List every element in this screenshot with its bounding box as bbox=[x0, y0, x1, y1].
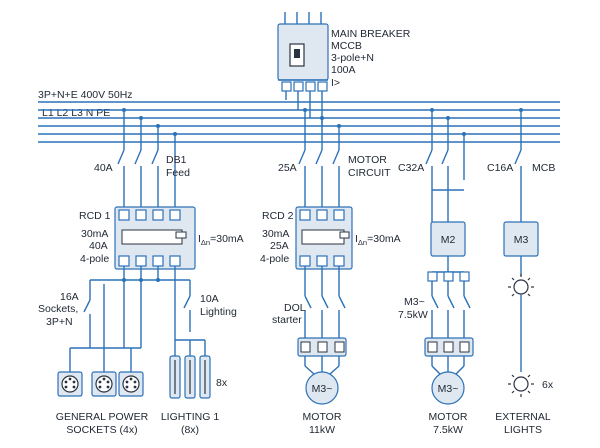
motor-feeder-rating: 25A bbox=[278, 162, 297, 174]
socket-outlet-3 bbox=[118, 371, 144, 397]
motor-2-symbol bbox=[431, 371, 465, 405]
feeder-motor: 25A MOTOR CIRCUIT RCD 2 30mA 25A 4-pole … bbox=[260, 108, 401, 436]
rcd2-poles: 4-pole bbox=[260, 253, 289, 265]
sockets-name: Sockets, bbox=[38, 303, 78, 315]
socket-outlet-2 bbox=[91, 371, 117, 397]
main-breaker-overcurrent: I> bbox=[331, 77, 340, 89]
main-breaker-rating: 100A bbox=[331, 64, 356, 76]
sockets-caption-1: GENERAL POWER bbox=[56, 411, 149, 423]
feeder-c16a: C16A MCB M3 6x EXTERNAL bbox=[487, 108, 555, 436]
rcd1-trip-current: IΔn=30mA bbox=[198, 233, 244, 247]
rcd1-rating: 40A bbox=[89, 240, 108, 252]
m3-box-label: M3 bbox=[514, 234, 529, 246]
rcd1-test-button bbox=[175, 231, 187, 239]
sockets-poles: 3P+N bbox=[46, 316, 73, 328]
rcd1-window bbox=[121, 229, 183, 245]
sockets-caption-2: SOCKETS (4x) bbox=[66, 424, 137, 436]
rcd2-name: RCD 2 bbox=[262, 210, 294, 222]
lighting-rating: 10A bbox=[200, 293, 219, 305]
db1-rating: 40A bbox=[94, 162, 113, 174]
socket-outlet-1 bbox=[57, 371, 83, 397]
rcd2-trip-current: IΔn=30mA bbox=[355, 233, 401, 247]
fluorescent-tube-2 bbox=[184, 355, 196, 399]
c32-rating: C32A bbox=[398, 162, 424, 174]
sockets-rating: 16A bbox=[60, 291, 79, 303]
feeder-db1: 40A DB1 Feed RCD 1 30mA 40A 4-pole IΔn=3… bbox=[38, 108, 244, 436]
rcd1-name: RCD 1 bbox=[79, 210, 111, 222]
m3-power: 7.5kW bbox=[398, 309, 428, 321]
motor-feeder-sub: CIRCUIT bbox=[348, 167, 391, 179]
c16-rating: C16A bbox=[487, 162, 513, 174]
rcd1-poles: 4-pole bbox=[80, 253, 109, 265]
main-breaker-title: MAIN BREAKER bbox=[331, 28, 411, 40]
fluorescent-tube-3 bbox=[199, 355, 211, 399]
supply-label: 3P+N+E 400V 50Hz bbox=[38, 89, 133, 101]
motor-2-label: M3~ bbox=[438, 383, 459, 395]
external-lamp-icon bbox=[508, 374, 534, 397]
rcd2-rating: 25A bbox=[270, 240, 289, 252]
m3-rating: M3~ bbox=[404, 296, 425, 308]
motor-1-label: M3~ bbox=[312, 383, 333, 395]
motor-1-caption-1: MOTOR bbox=[303, 411, 342, 423]
c16-type: MCB bbox=[532, 162, 555, 174]
main-breaker: MAIN BREAKER MCCB 3-pole+N 100A I> bbox=[277, 12, 411, 126]
lighting-caption-1: LIGHTING 1 bbox=[161, 411, 220, 423]
rcd2-window bbox=[301, 229, 345, 245]
lamps-count: 8x bbox=[216, 377, 228, 389]
external-caption-1: EXTERNAL bbox=[495, 411, 551, 423]
lighting-caption-2: (8x) bbox=[181, 424, 199, 436]
feeder-c32a: C32A M2 M3~ 7.5kW M3~ MOTOR 7.5kW bbox=[398, 108, 474, 436]
main-breaker-poles: 3-pole+N bbox=[331, 52, 374, 64]
m2-label: M2 bbox=[441, 234, 456, 246]
main-breaker-type: MCCB bbox=[331, 40, 362, 52]
external-lamps-count: 6x bbox=[542, 379, 554, 391]
motor-2-caption-2: 7.5kW bbox=[433, 424, 463, 436]
db1-sub: Feed bbox=[166, 167, 190, 179]
breaker-toggle bbox=[294, 49, 300, 58]
lighting-name: Lighting bbox=[200, 306, 237, 318]
busbars: 3P+N+E 400V 50Hz L1 L2 L3 N PE bbox=[38, 89, 560, 143]
fluorescent-tube-1 bbox=[169, 355, 181, 399]
rcd2-sensitivity: 30mA bbox=[262, 228, 289, 240]
motor-2-caption-1: MOTOR bbox=[429, 411, 468, 423]
dol-label-2: starter bbox=[272, 314, 302, 326]
rcd1-sensitivity: 30mA bbox=[81, 228, 108, 240]
lamp-icon bbox=[508, 274, 534, 297]
db1-name: DB1 bbox=[166, 154, 187, 166]
motor-1-symbol bbox=[305, 371, 339, 405]
external-caption-2: LIGHTS bbox=[504, 424, 542, 436]
dol-label-1: DOL bbox=[284, 302, 306, 314]
motor-1-caption-2: 11kW bbox=[309, 424, 335, 436]
rcd2-test-button bbox=[339, 231, 350, 239]
motor-feeder-name: MOTOR bbox=[348, 154, 387, 166]
